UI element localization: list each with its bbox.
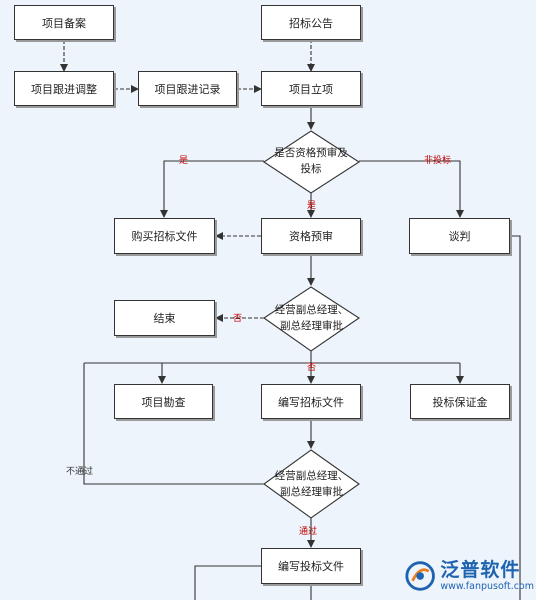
edge-bottom-left: [194, 565, 261, 600]
label-no-end: 否: [233, 314, 243, 324]
decision-3-line2: 副总经理审批: [280, 486, 343, 498]
decision-2-line2: 副总经理审批: [280, 320, 343, 332]
logo-brand: 泛普软件: [440, 559, 521, 581]
decision-diamond-1: [263, 130, 361, 194]
decision-2-line1: 经营副总经理、: [274, 304, 349, 316]
decision-diamond-3: [263, 449, 360, 519]
node-site-survey: 项目勘查: [114, 384, 213, 419]
label-yes-down: 是: [307, 201, 317, 211]
decision-2-text: 经营副总经理、 副总经理审批: [264, 301, 359, 335]
node-prequalification: 资格预审: [261, 218, 361, 254]
node-prepare-bid-docs: 编写投标文件: [261, 548, 361, 584]
edge-negotiation-down: [510, 235, 521, 600]
label-no-down: 否: [307, 363, 317, 373]
label-non-bidding: 非投标: [424, 156, 452, 166]
edge-decision-to-negotiation: [359, 160, 464, 218]
logo-site: www.fanpusoft.com: [440, 581, 534, 592]
label-yes-left: 是: [179, 156, 189, 166]
node-tender-announcement: 招标公告: [261, 5, 361, 40]
node-bid-bond: 投标保证金: [410, 384, 510, 419]
node-end: 结束: [114, 300, 215, 336]
decision-1-line1: 是否资格预审及: [274, 147, 348, 159]
edge-review2-fail-loop: [83, 363, 264, 485]
decision-3-text: 经营副总经理、 副总经理审批: [264, 467, 359, 501]
node-follow-up-adjust: 项目跟进调整: [14, 71, 114, 106]
decision-1-text: 是否资格预审及 投标: [266, 144, 356, 178]
node-purchase-tender-docs: 购买招标文件: [114, 218, 215, 254]
node-negotiation: 谈判: [409, 218, 510, 254]
node-project-approval: 项目立项: [261, 71, 361, 106]
node-project-filing: 项目备案: [14, 5, 114, 40]
label-passed: 通过: [299, 527, 318, 537]
decision-3-line1: 经营副总经理、: [274, 470, 349, 482]
node-prepare-tender-docs: 编写招标文件: [261, 384, 361, 419]
brand-logo: 泛普软件 www.fanpusoft.com: [404, 553, 534, 598]
fanpu-logo-icon: [405, 560, 435, 591]
node-follow-up-record: 项目跟进记录: [138, 71, 237, 106]
edge-decision-to-purchase: [160, 160, 264, 218]
decision-1-line2: 投标: [300, 163, 322, 175]
label-not-passed: 不通过: [66, 467, 94, 477]
logo-text: 泛普软件 www.fanpusoft.com: [440, 559, 534, 592]
decision-diamond-2: [263, 286, 360, 352]
